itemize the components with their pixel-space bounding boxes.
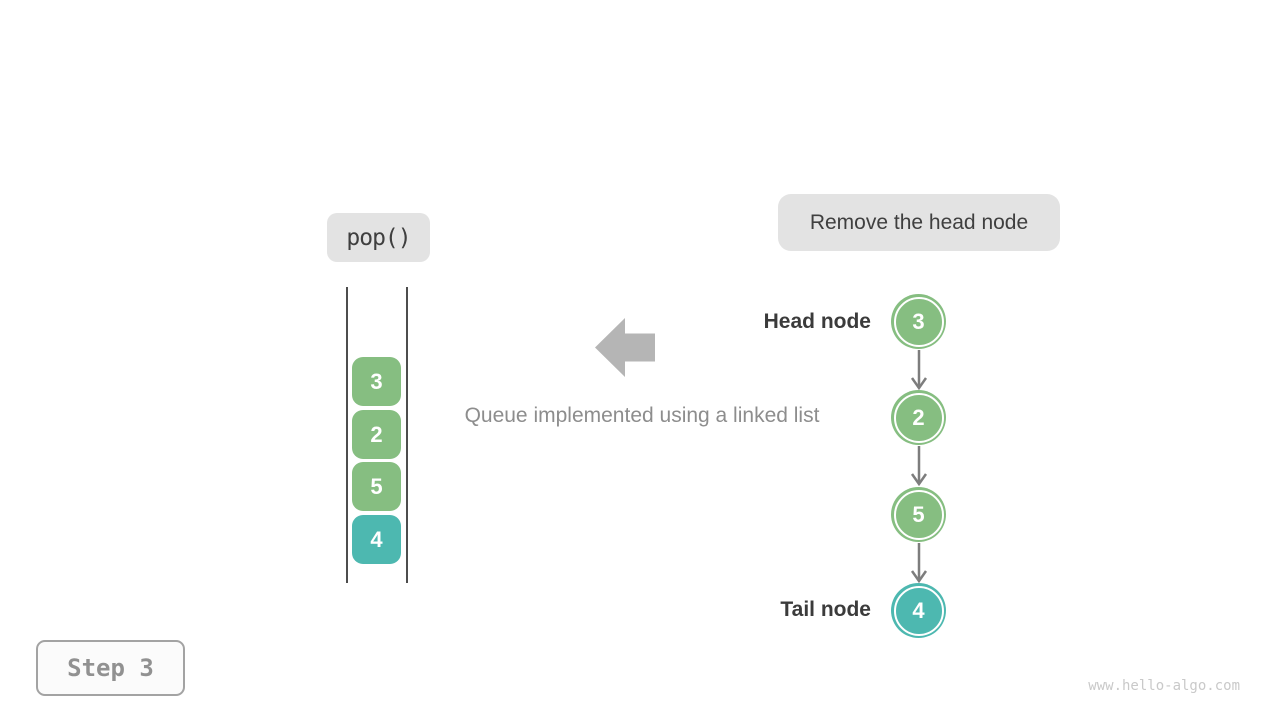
step-badge: Step 3 [36,640,185,696]
list-node: 4 [891,583,946,638]
queue-cell: 2 [352,410,401,459]
remove-head-annotation: Remove the head node [778,194,1060,251]
queue-cell: 3 [352,357,401,406]
list-node: 5 [891,487,946,542]
down-arrow-icon [910,543,928,583]
queue-rail-left [346,287,348,583]
head-node-label: Head node [763,310,871,333]
watermark-url: www.hello-algo.com [1088,678,1240,694]
down-arrow-icon [910,446,928,486]
queue-cell: 4 [352,515,401,564]
diagram-caption: Queue implemented using a linked list [464,404,820,427]
list-node: 2 [891,390,946,445]
down-arrow-icon [910,350,928,390]
queue-cell: 5 [352,462,401,511]
queue-rail-right [406,287,408,583]
list-node: 3 [891,294,946,349]
left-arrow-icon [595,318,655,377]
tail-node-label: Tail node [780,598,871,621]
pop-operation-label: pop() [327,213,430,262]
